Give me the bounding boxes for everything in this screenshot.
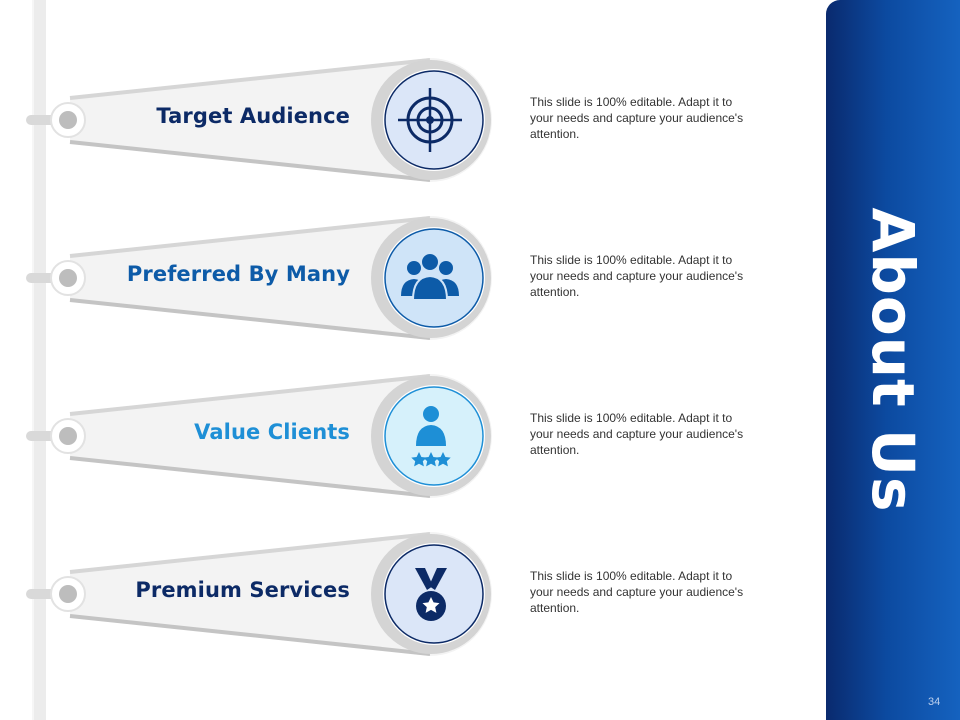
item-description: This slide is 100% editable. Adapt it to… xyxy=(530,569,744,615)
item-premium-services: Premium Services This slide is 100% edit… xyxy=(0,532,960,656)
item-value-clients: Value Clients This slide is 100% editabl… xyxy=(0,374,960,498)
pointer-band xyxy=(26,374,492,498)
item-title: Preferred By Many xyxy=(126,262,350,286)
side-title: About Us xyxy=(859,207,927,513)
side-panel xyxy=(826,0,960,720)
vertical-line xyxy=(32,0,46,720)
item-title: Target Audience xyxy=(156,104,350,128)
group-icon xyxy=(401,252,459,301)
item-title: Premium Services xyxy=(135,578,350,602)
page-number: 34 xyxy=(928,696,941,708)
pointer-band xyxy=(26,216,492,340)
item-description: This slide is 100% editable. Adapt it to… xyxy=(530,253,744,299)
item-description: This slide is 100% editable. Adapt it to… xyxy=(530,411,744,457)
item-target-audience: Target Audience This slide is 100% edita… xyxy=(0,58,960,182)
target-icon xyxy=(398,88,462,152)
item-description: This slide is 100% editable. Adapt it to… xyxy=(530,95,744,141)
pointer-band xyxy=(26,58,492,182)
client-stars-icon xyxy=(411,406,451,467)
item-preferred-by-many: Preferred By Many This slide is 100% edi… xyxy=(0,216,960,340)
pointer-band xyxy=(26,532,492,656)
item-title: Value Clients xyxy=(194,420,350,444)
medal-icon xyxy=(415,568,447,621)
